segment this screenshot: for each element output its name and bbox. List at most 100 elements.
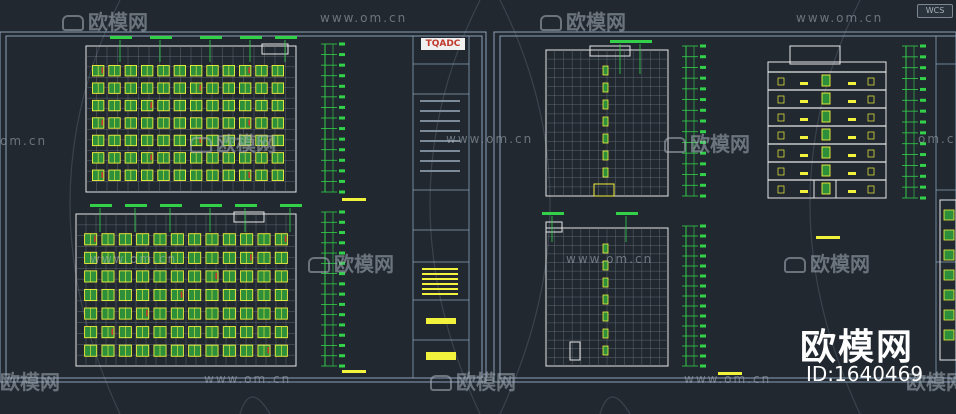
section-dimension-label xyxy=(920,44,926,48)
sofa-logo-icon xyxy=(664,137,686,153)
section-window xyxy=(821,110,831,123)
titleblock-text-line xyxy=(420,160,460,162)
section-dimension-label xyxy=(920,185,926,189)
titleblock-yellow-note xyxy=(422,283,458,285)
section-window xyxy=(821,164,831,177)
elevation-side-b-dimension-label xyxy=(700,274,706,278)
section-window xyxy=(821,74,831,87)
watermark-url: www.om.cn xyxy=(684,372,772,386)
elevation-side-dimension-label xyxy=(700,76,706,80)
elevation-rear-dimension-label xyxy=(339,333,345,337)
elevation-rear-dimension-label xyxy=(339,210,345,214)
sofa-logo-icon xyxy=(784,257,806,273)
elevation-front-dimension-label xyxy=(339,116,345,120)
section-door xyxy=(777,131,785,140)
elevation-front-window-accent xyxy=(150,102,152,109)
elevation-front-leader-text xyxy=(110,36,132,39)
elevation-side-dimension-label xyxy=(700,151,706,155)
elevation-side-window xyxy=(602,133,609,144)
section-fixture xyxy=(848,100,856,103)
elevation-partial-window xyxy=(943,209,955,221)
section-fixture xyxy=(800,172,808,175)
section-fixture xyxy=(800,154,808,157)
section-dimension-label xyxy=(920,87,926,91)
elevation-front-dimension-label xyxy=(339,42,345,46)
section-fixture xyxy=(848,190,856,193)
watermark-brand: 欧模网 xyxy=(62,6,148,35)
elevation-side-window xyxy=(602,150,609,161)
wcs-viewcube-button[interactable]: WCS xyxy=(917,4,953,18)
watermark-brand: 欧模网 xyxy=(0,370,60,394)
elevation-rear-dimension-label xyxy=(339,292,345,296)
elevation-front-leader-text xyxy=(150,36,172,39)
watermark-url: www.om.cn xyxy=(90,252,178,266)
watermark-brand: 欧模网 xyxy=(308,248,394,277)
section-fixture xyxy=(848,82,856,85)
section-fixture xyxy=(848,136,856,139)
elevation-side-b-dimension-label xyxy=(700,244,706,248)
section-dimension-label xyxy=(920,120,926,124)
elevation-front-dimension-label xyxy=(339,190,345,194)
elevation-side-door xyxy=(593,183,615,197)
section-window xyxy=(821,128,831,141)
elevation-side-dimension-label xyxy=(700,65,706,69)
elevation-rear-leader-text xyxy=(200,204,222,207)
elevation-rear-dimension-label xyxy=(339,272,345,276)
section-dimension-label xyxy=(920,163,926,167)
elevation-side-b-dimension-label xyxy=(700,254,706,258)
sofa-logo-icon xyxy=(430,375,452,391)
elevation-front-dimension-label xyxy=(339,53,345,57)
section-door xyxy=(777,185,785,194)
elevation-rear-window-accent xyxy=(284,235,287,243)
sheet-frame-right xyxy=(493,31,956,383)
elevation-front-roof xyxy=(261,43,289,55)
sofa-logo-icon xyxy=(62,15,84,31)
section-dimension-label xyxy=(920,109,926,113)
section-roof xyxy=(789,45,841,65)
elevation-side-dimension-label xyxy=(700,183,706,187)
section-door xyxy=(867,167,875,176)
section-door xyxy=(777,113,785,122)
elevation-partial-window xyxy=(943,289,955,301)
elevation-side-b-window xyxy=(602,345,609,356)
section-window xyxy=(821,182,831,195)
elevation-rear-dimension-label xyxy=(339,282,345,286)
elevation-front-window-accent xyxy=(101,119,103,126)
title-block-right xyxy=(935,36,956,378)
elevation-rear-window-accent xyxy=(94,235,96,243)
elevation-rear-window-accent xyxy=(215,272,217,280)
titleblock-text-line xyxy=(420,100,460,102)
elevation-rear-dimension-label xyxy=(339,364,345,368)
titleblock-text-line xyxy=(420,120,460,122)
elevation-side-window xyxy=(602,65,609,76)
elevation-rear-dimension-label xyxy=(339,343,345,347)
elevation-rear-dimension-label xyxy=(339,323,345,327)
elevation-side-b-dimension-label xyxy=(700,334,706,338)
elevation-side-b-dimension-label xyxy=(700,324,706,328)
elevation-side-leader-text xyxy=(610,40,632,43)
elevation-front-window-accent xyxy=(199,84,201,91)
elevation-front-dimension-label xyxy=(339,137,345,141)
titleblock-text-line xyxy=(420,140,460,142)
watermark-url: om.cn xyxy=(918,132,956,146)
elevation-side-b-dimension-label xyxy=(700,364,706,368)
elevation-side-b-dimension-label xyxy=(700,224,706,228)
elevation-rear-leader-text xyxy=(160,204,182,207)
titleblock-yellow-stamp xyxy=(426,318,456,324)
titleblock-yellow-stamp xyxy=(426,352,456,360)
titleblock-yellow-note xyxy=(422,268,458,270)
section-fixture xyxy=(848,154,856,157)
watermark-url: www.om.cn xyxy=(320,11,408,25)
section-dimension-label xyxy=(920,142,926,146)
elevation-side-b-roof xyxy=(545,221,563,233)
elevation-side-b-dimension-label xyxy=(700,294,706,298)
elevation-side-dimension-label xyxy=(700,173,706,177)
elevation-side-leader-text xyxy=(630,40,652,43)
watermark-url: www.om.cn xyxy=(204,372,292,386)
elevation-side-dimension-label xyxy=(700,130,706,134)
elevation-rear-dimension-label xyxy=(339,241,345,245)
elevation-partial-window xyxy=(943,269,955,281)
section-fixture xyxy=(800,190,808,193)
elevation-rear-leader-text xyxy=(125,204,147,207)
